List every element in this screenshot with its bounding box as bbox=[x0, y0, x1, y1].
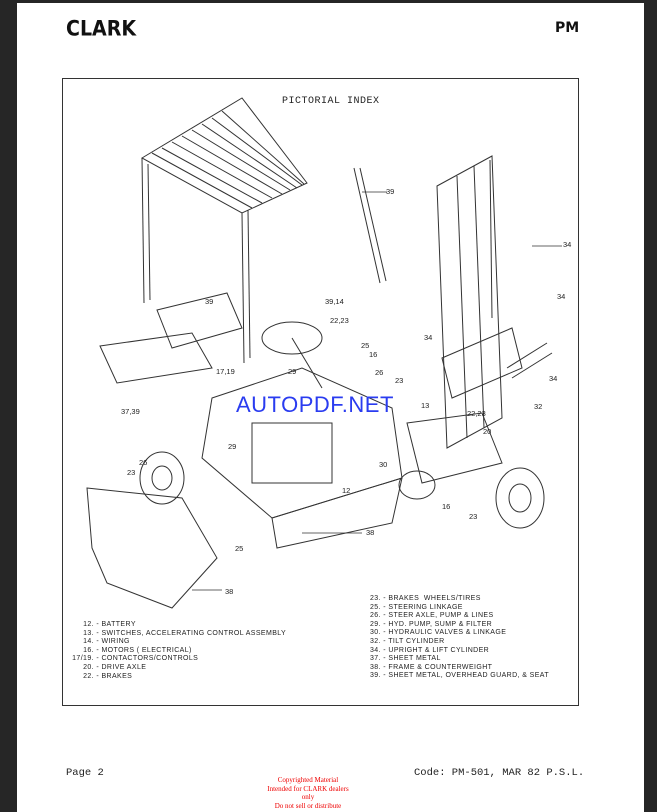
callout: 38 bbox=[225, 587, 234, 596]
truck-frame bbox=[201, 321, 403, 549]
legend-item: 13. - SWITCHES, ACCELERATING CONTROL ASS… bbox=[83, 629, 287, 637]
copyright-notice: Copyrighted Material Intended for CLARK … bbox=[262, 776, 354, 810]
legend-item: 12. - BATTERY bbox=[83, 621, 136, 628]
callout: 34 bbox=[549, 374, 558, 383]
model-code: PM bbox=[555, 20, 580, 36]
callout: 29 bbox=[288, 367, 297, 376]
legend-item: 26. - STEER AXLE, PUMP & LINES bbox=[370, 612, 494, 620]
callout: 17,19 bbox=[216, 367, 235, 376]
callout: 39 bbox=[386, 187, 395, 196]
overhead-guard bbox=[140, 97, 387, 364]
callout: 37,39 bbox=[121, 407, 140, 416]
legend-right: 23. - BRAKES WHEELS/TIRES 25. - STEERING… bbox=[370, 595, 549, 681]
legend-item: 34. - UPRIGHT & LIFT CYLINDER bbox=[370, 646, 490, 654]
callout: 13 bbox=[421, 401, 430, 410]
callout: 34 bbox=[557, 292, 566, 301]
legend-item: 29. - HYD. PUMP, SUMP & FILTER bbox=[370, 620, 493, 628]
callout: 32 bbox=[534, 402, 543, 411]
callout: 23 bbox=[395, 376, 404, 385]
callout: 26 bbox=[375, 368, 384, 377]
callout: 34 bbox=[563, 240, 572, 249]
callout: 16 bbox=[442, 502, 451, 511]
legend-left: 12. - BATTERY 13. - SWITCHES, ACCELERATI… bbox=[66, 621, 286, 681]
legend-item: 14. - WIRING bbox=[83, 638, 130, 646]
legend-item: 37. - SHEET METAL bbox=[370, 655, 441, 663]
page-number: Page 2 bbox=[66, 767, 104, 779]
callout: 23 bbox=[469, 512, 478, 521]
copyright-line: Copyrighted Material bbox=[277, 776, 339, 784]
drive-axle bbox=[406, 412, 503, 484]
legend-item: 20. - DRIVE AXLE bbox=[83, 663, 147, 671]
counterweight bbox=[86, 487, 218, 609]
document-code: Code: PM-501, MAR 82 P.S.L. bbox=[414, 767, 585, 779]
legend-item: 38. - FRAME & COUNTERWEIGHT bbox=[370, 663, 493, 671]
callout: 30 bbox=[379, 460, 388, 469]
callout: 39,14 bbox=[325, 297, 344, 306]
callout: 25 bbox=[235, 544, 244, 553]
wheel bbox=[495, 467, 545, 529]
legend-item: 32. - TILT CYLINDER bbox=[370, 637, 445, 645]
callout: 16 bbox=[369, 350, 378, 359]
legend-item: 23. - BRAKES WHEELS/TIRES bbox=[370, 595, 481, 602]
watermark: AUTOPDF.NET bbox=[236, 392, 394, 417]
callout: 39 bbox=[205, 297, 214, 306]
copyright-line: Intended for CLARK dealers only bbox=[267, 784, 349, 802]
callout: 12 bbox=[342, 486, 351, 495]
legend-item: 22. - BRAKES bbox=[83, 672, 133, 680]
document-page bbox=[17, 3, 644, 812]
callout: 22,23 bbox=[467, 409, 486, 418]
figure-title: PICTORIAL INDEX bbox=[282, 96, 380, 107]
mast-upright bbox=[436, 155, 553, 449]
control-panel bbox=[99, 332, 213, 384]
callout: 34 bbox=[424, 333, 433, 342]
legend-item: 25. - STEERING LINKAGE bbox=[370, 603, 463, 611]
callout: 25 bbox=[361, 341, 370, 350]
motor bbox=[398, 470, 436, 500]
callout: 23 bbox=[127, 468, 136, 477]
legend-item: 30. - HYDRAULIC VALVES & LINKAGE bbox=[370, 629, 507, 637]
figure-frame bbox=[62, 78, 579, 706]
legend-item: 17/19. - CONTACTORS/CONTROLS bbox=[72, 655, 199, 663]
legend-item: 16. - MOTORS ( ELECTRICAL) bbox=[83, 646, 192, 654]
forklift-exploded-drawing bbox=[86, 97, 562, 609]
callout: 29 bbox=[228, 442, 237, 451]
callout: 26 bbox=[139, 458, 148, 467]
legend-item: 39. - SHEET METAL, OVERHEAD GUARD, & SEA… bbox=[370, 672, 550, 680]
wheel bbox=[139, 451, 185, 505]
callout: 22,23 bbox=[330, 316, 349, 325]
seat bbox=[156, 292, 243, 349]
copyright-line: Do not sell or distribute bbox=[274, 801, 342, 810]
callout: 20 bbox=[483, 427, 492, 436]
callout: 38 bbox=[366, 528, 375, 537]
clark-logo: CLARK bbox=[66, 16, 137, 42]
